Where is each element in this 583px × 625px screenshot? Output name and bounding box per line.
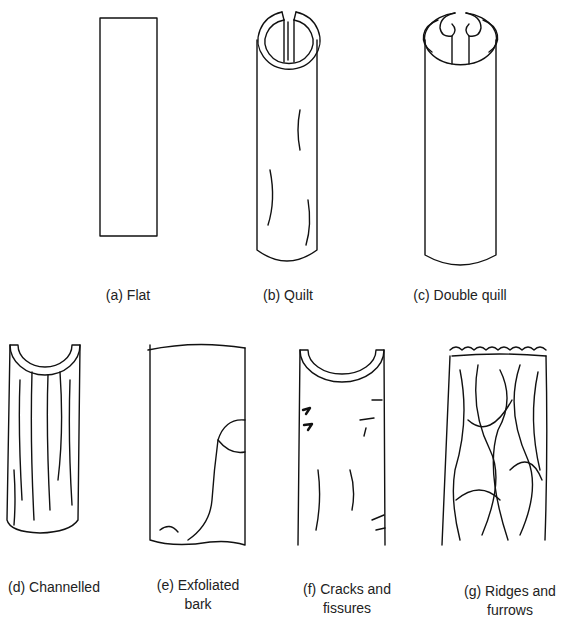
ridged-bark [442, 347, 547, 545]
figure-caption: (a) Flat [48, 286, 208, 305]
figure-caption: (e) Exfoliated bark [148, 576, 248, 614]
channelled-bark [7, 345, 80, 533]
figure-caption: (g) Ridges and furrows [452, 582, 568, 620]
exfoliated-bark [148, 344, 245, 545]
quill-bark [257, 12, 320, 261]
figure-caption: (f) Cracks and fissures [296, 580, 398, 618]
double-quill-bark [423, 13, 497, 265]
figure-caption: (d) Channelled [0, 578, 108, 597]
flat-bark [100, 18, 157, 236]
cracked-bark [298, 350, 385, 545]
figure-caption: (c) Double quill [380, 286, 540, 305]
figure-caption: (b) Quilt [208, 286, 368, 305]
